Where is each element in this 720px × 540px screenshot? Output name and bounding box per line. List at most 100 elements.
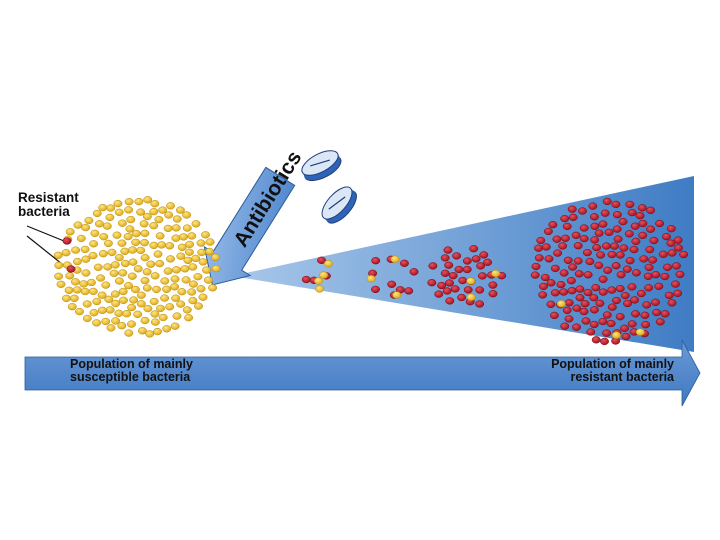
susceptible-bacterium [205, 247, 214, 256]
susceptible-bacterium [202, 266, 211, 274]
resistant-bacterium [639, 255, 649, 263]
susceptible-bacterium [88, 287, 98, 296]
resistant-bacterium [566, 277, 576, 285]
resistant-bacterium [606, 319, 616, 328]
susceptible-bacterium [155, 232, 165, 240]
resistant-bacterium [607, 286, 617, 294]
susceptible-bacterium [201, 231, 210, 239]
resistant-bacterium [371, 285, 380, 294]
resistant-bacterium [646, 225, 656, 233]
susceptible-bacterium [164, 211, 174, 219]
susceptible-bacterium [106, 324, 116, 332]
resistant-bacterium [462, 265, 472, 274]
resistant-bacterium [454, 265, 464, 274]
resistant-bacterium [612, 225, 622, 233]
susceptible-bacterium [112, 231, 122, 239]
resistant-bacterium [590, 236, 600, 244]
susceptible-bacterium [111, 317, 121, 325]
resistant-bacterium [575, 294, 585, 302]
resistant-bacterium [579, 224, 589, 232]
resistant-bacterium [583, 271, 593, 279]
susceptible-bacterium [89, 240, 99, 248]
susceptible-bacterium [117, 239, 127, 247]
resistant-bacterium [660, 272, 670, 281]
susceptible-bacterium [184, 248, 194, 256]
resistant-bacterium [645, 245, 655, 254]
resistant-bacterium [604, 228, 614, 236]
susceptible-bacterium [160, 277, 170, 285]
susceptible-bacterium [211, 264, 221, 273]
pill-icon [301, 150, 342, 182]
susceptible-bacterium [94, 220, 104, 228]
resistant-bacterium [655, 318, 665, 326]
susceptible-bacterium [65, 228, 75, 236]
susceptible-bacterium [101, 317, 111, 326]
susceptible-bacterium [104, 295, 114, 303]
resistant-bacterium [589, 320, 599, 329]
susceptible-bacterium [136, 291, 146, 299]
resistant-bacterium [602, 311, 612, 319]
resistant-bacterium [534, 244, 543, 252]
resistant-bacterium [457, 293, 467, 302]
resistant-bacterium [560, 214, 570, 223]
susceptible-bacterium [127, 303, 137, 312]
resistant-bacterium [559, 269, 569, 277]
resistant-bacteria-label: Resistant bacteria [18, 190, 128, 219]
resistant-bacterium [589, 294, 599, 302]
susceptible-bacterium [183, 256, 193, 265]
resistant-bacterium [679, 250, 689, 259]
susceptible-bacterium [118, 287, 128, 296]
resistant-bacterium [644, 284, 654, 292]
resistant-bacterium [552, 235, 562, 243]
susceptible-bacterium [81, 269, 91, 277]
resistant-bacterium [469, 245, 479, 253]
susceptible-bacterium [172, 215, 182, 223]
resistant-bacterium [541, 243, 551, 251]
susceptible-bacterium [191, 220, 201, 228]
resistant-bacterium [638, 231, 648, 240]
susceptible-bacterium [188, 296, 198, 305]
susceptible-bacterium [131, 229, 141, 238]
resistant-bacterium [630, 296, 640, 304]
resistant-bacterium [562, 306, 572, 314]
susceptible-bacterium [140, 239, 149, 247]
susceptible-bacterium [165, 242, 175, 250]
resistant-bacterium [301, 275, 311, 284]
susceptible-bacterium [101, 281, 111, 289]
susceptible-bacterium [315, 285, 325, 293]
susceptible-bacterium [176, 252, 186, 260]
susceptible-bacterium [127, 320, 136, 328]
resistant-bacterium [630, 222, 640, 230]
resistant-bacterium [556, 280, 566, 289]
susceptible-bacterium [129, 296, 139, 304]
susceptible-bacterium [153, 250, 163, 258]
resistant-bacterium [317, 256, 326, 264]
resistant-bacterium [673, 236, 683, 244]
resistant-bacterium [649, 236, 659, 245]
susceptible-bacterium [73, 221, 83, 229]
resistant-bacterium [428, 262, 438, 270]
susceptible-bacterium [149, 222, 159, 230]
susceptible-bacterium [149, 207, 159, 216]
susceptible-bacterium [182, 224, 192, 232]
resistant-bacterium [623, 299, 632, 308]
resistant-bacterium [610, 242, 619, 250]
susceptible-bacterium [140, 254, 150, 262]
susceptible-bacterium [64, 286, 74, 294]
resistant-bacterium [573, 242, 583, 250]
susceptible-bacterium [158, 313, 168, 322]
susceptible-bacterium [556, 300, 566, 308]
susceptible-bacterium [92, 209, 102, 218]
resistant-bacterium [602, 197, 612, 206]
resistant-bacterium [635, 212, 645, 220]
susceptible-bacterium [143, 304, 153, 313]
susceptible-bacterium [136, 208, 146, 216]
resistant-bacterium [636, 289, 646, 298]
resistant-bacterium [538, 291, 548, 299]
susceptible-bacterium [162, 285, 172, 293]
susceptible-bacterium [155, 259, 165, 268]
resistant-bacterium [600, 337, 609, 346]
resistant-bacterium [588, 202, 598, 210]
susceptible-bacterium [90, 229, 100, 237]
susceptible-bacterium [153, 327, 162, 336]
